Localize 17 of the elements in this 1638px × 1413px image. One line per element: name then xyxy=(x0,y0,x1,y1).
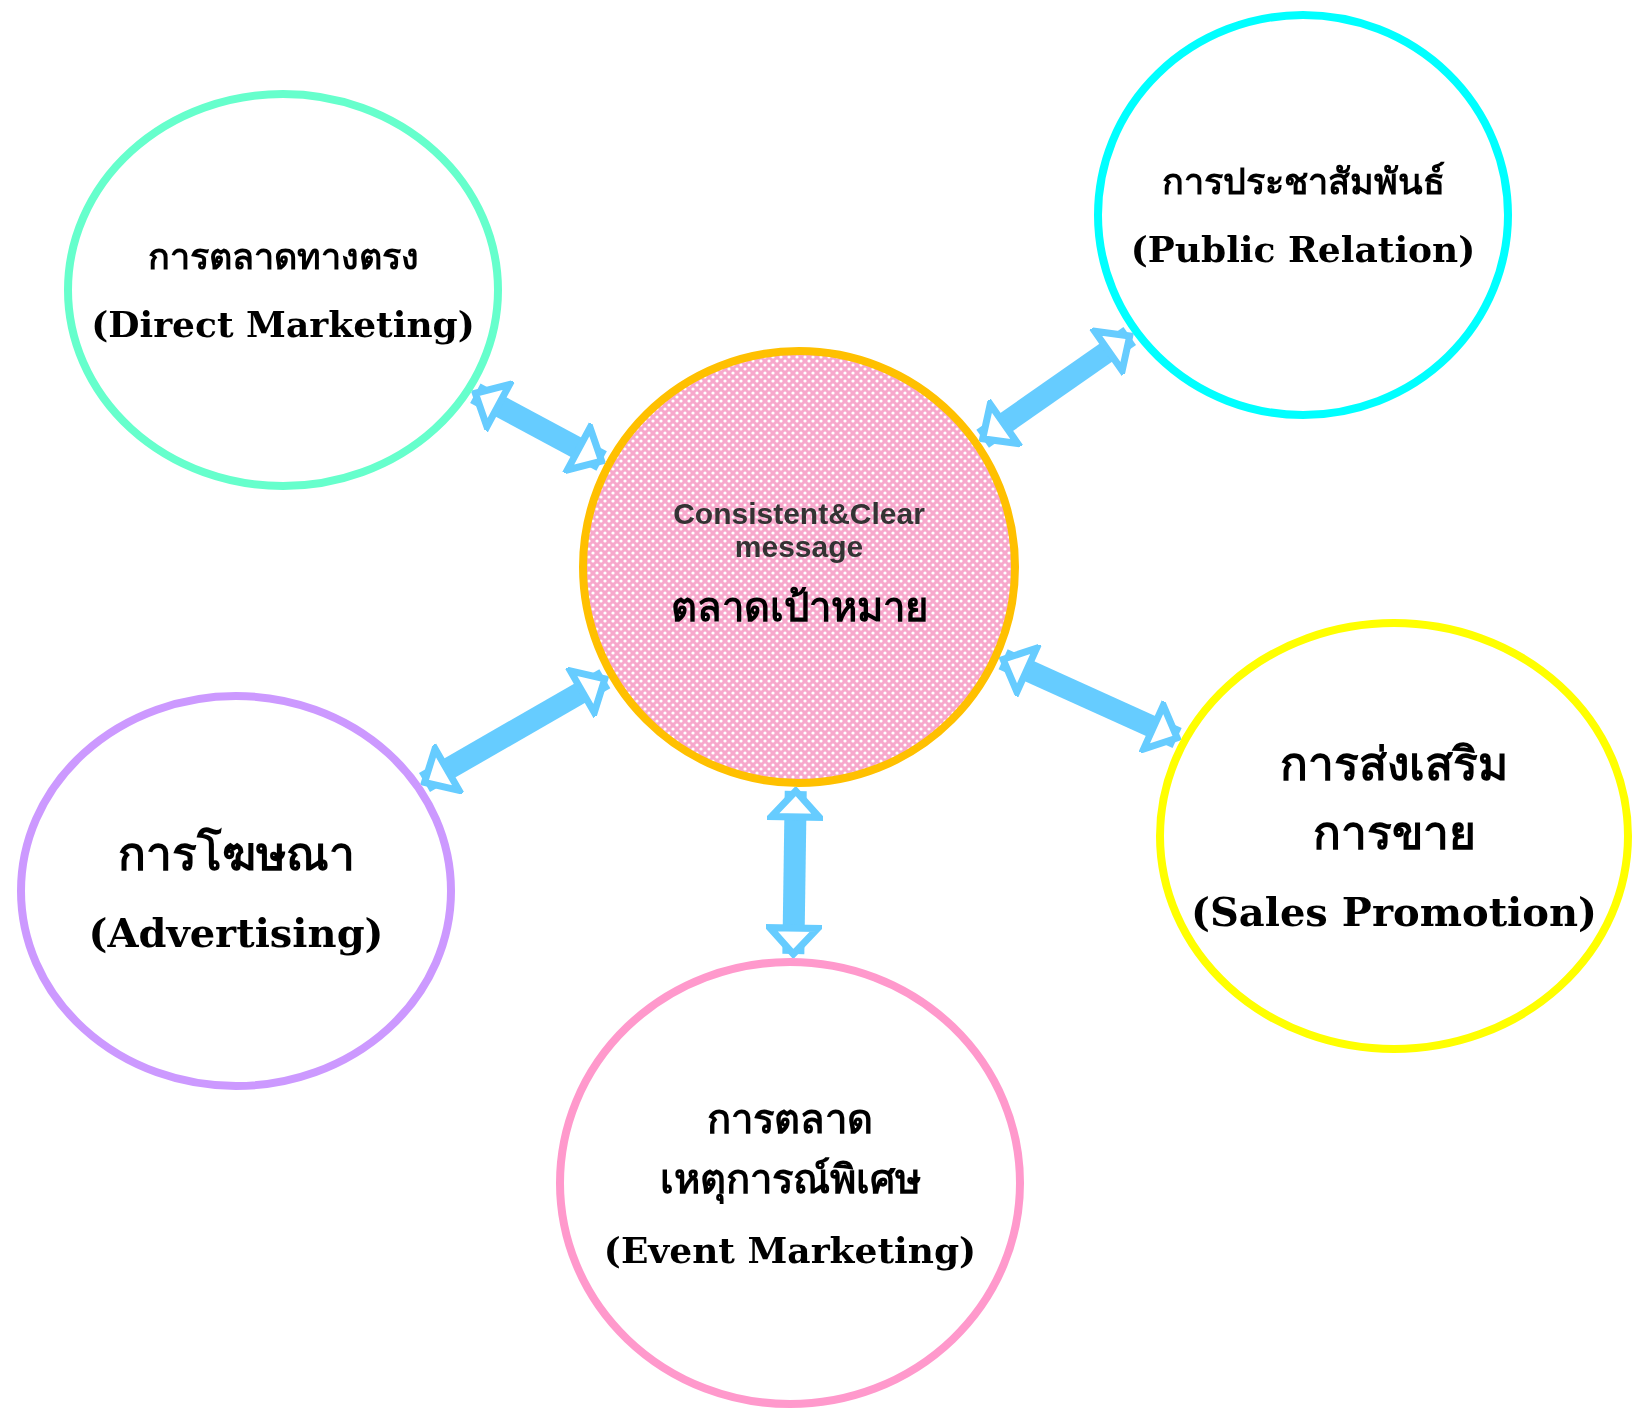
double-arrow xyxy=(998,644,1182,753)
english-subtitle: (Advertising) xyxy=(88,907,384,958)
double-arrow xyxy=(976,326,1137,448)
thai-title: การประชาสัมพันธ์ xyxy=(1161,159,1445,204)
double-arrow xyxy=(419,667,611,794)
double-arrow xyxy=(766,787,823,958)
thai-title: การตลาดทางตรง xyxy=(147,234,419,279)
thai-title: การส่งเสริมการขาย xyxy=(1279,736,1509,862)
message-text: Consistent&Clear message xyxy=(672,497,926,563)
thai-title: ตลาดเป้าหมาย xyxy=(670,582,928,632)
english-subtitle: (Event Marketing) xyxy=(603,1228,977,1273)
thai-title: การโฆษณา xyxy=(117,825,355,883)
english-subtitle: (Direct Marketing) xyxy=(91,302,475,347)
english-subtitle: (Sales Promotion) xyxy=(1191,887,1597,937)
double-arrow xyxy=(470,380,607,474)
english-subtitle: (Public Relation) xyxy=(1130,227,1476,272)
thai-title: การตลาดเหตุการณ์พิเศษ xyxy=(658,1094,922,1206)
